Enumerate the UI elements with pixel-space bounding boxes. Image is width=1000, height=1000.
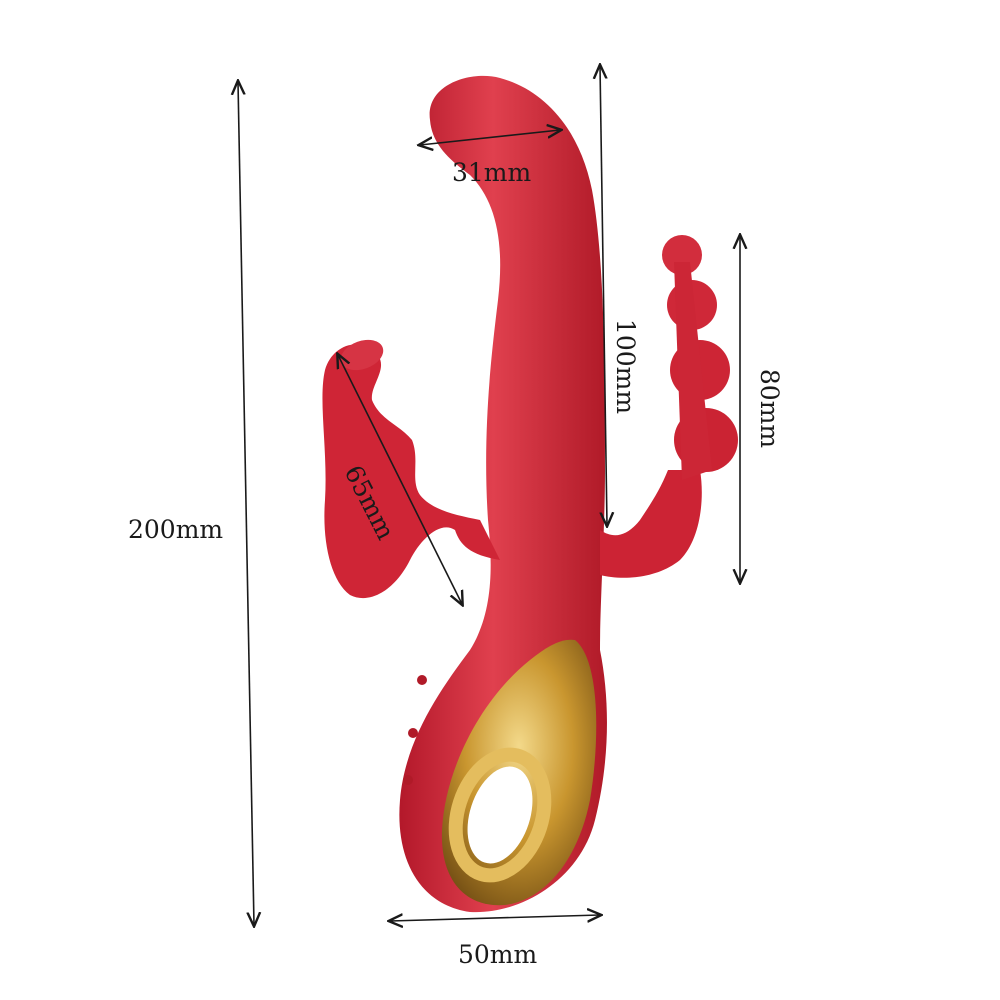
dim-line-head: [420, 130, 560, 145]
dim-line-shaft: [600, 66, 607, 525]
bead-1: [662, 235, 702, 275]
label-beads-length: 80mm: [755, 368, 785, 449]
control-button-1: [417, 675, 427, 685]
label-total-length: 200mm: [128, 515, 224, 544]
label-shaft-length: 100mm: [611, 318, 641, 415]
label-head-width: 31mm: [452, 158, 532, 187]
bead-neck: [674, 262, 712, 480]
dim-line-arm: [338, 355, 462, 604]
dim-line-base: [390, 915, 600, 921]
beads-arm: [600, 470, 702, 578]
ring-hole: [467, 766, 533, 864]
control-button-3: [403, 775, 413, 785]
dim-line-total: [238, 82, 254, 925]
label-base-width: 50mm: [458, 940, 538, 969]
control-button-2: [408, 728, 418, 738]
gold-ring: [448, 747, 552, 883]
